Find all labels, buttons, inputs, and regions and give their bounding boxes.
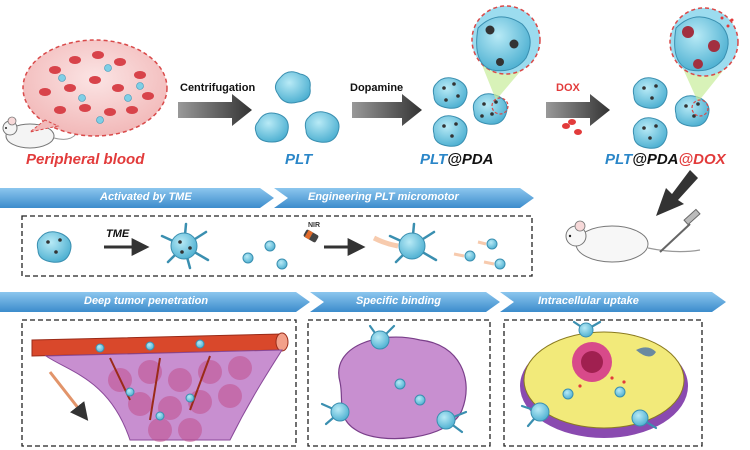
label-plt-pda-pda: @PDA xyxy=(447,151,494,168)
banner-uptake-text: Intracellular uptake xyxy=(538,295,639,307)
label-plt-pda: PLT@PDA xyxy=(420,152,494,167)
arrow-dopamine xyxy=(352,94,422,126)
banner-activated-text: Activated by TME xyxy=(100,191,192,203)
arrow-dox xyxy=(546,94,610,126)
label-plt-pda-dox-pda: @PDA xyxy=(632,151,679,168)
box-deep-penetration xyxy=(21,319,297,447)
mouse-icon-left xyxy=(2,116,77,149)
label-dox: DOX xyxy=(556,82,580,94)
label-nir: NIR xyxy=(308,222,321,229)
box-activation xyxy=(21,215,533,277)
arrow-centrifugation xyxy=(178,94,252,126)
label-plt-pda-dox-plt: PLT xyxy=(605,151,633,168)
label-plt-pda-dox: PLT@PDA@DOX xyxy=(605,152,726,167)
banner-specific-text: Specific binding xyxy=(356,295,441,307)
banner-deep-text: Deep tumor penetration xyxy=(84,295,209,307)
label-centrifugation: Centrifugation xyxy=(180,82,256,94)
plt-pda-cluster xyxy=(432,5,541,147)
mouse-icon-right xyxy=(565,208,701,263)
label-tme: TME xyxy=(106,228,130,240)
box-specific-binding xyxy=(307,319,491,447)
banner-engineering xyxy=(274,188,534,208)
vessel-illustration xyxy=(31,332,289,442)
plt-pda-dox-cluster xyxy=(632,7,739,149)
arrow-injection xyxy=(656,170,698,216)
banner-engineering-text: Engineering PLT micromotor xyxy=(308,191,459,203)
plt-cluster xyxy=(254,71,340,143)
label-plt: PLT xyxy=(285,151,313,168)
box-intracellular-uptake xyxy=(503,319,703,447)
cell-illustration xyxy=(520,320,688,438)
label-plt-pda-plt: PLT xyxy=(420,151,448,168)
label-peripheral-blood: Peripheral blood xyxy=(26,152,144,167)
banner-specific xyxy=(310,292,500,312)
label-plt-pda-dox-dox: @DOX xyxy=(678,151,726,168)
label-dopamine: Dopamine xyxy=(350,82,404,94)
activation-sequence xyxy=(36,222,506,270)
tumor-illustration xyxy=(320,324,468,440)
label-peripheral-blood-text: Peripheral blood xyxy=(26,151,145,168)
blood-bubble xyxy=(22,39,168,137)
dox-drops xyxy=(562,119,582,135)
banner-activated xyxy=(0,188,274,208)
banner-deep xyxy=(0,292,310,312)
banner-uptake xyxy=(500,292,726,312)
